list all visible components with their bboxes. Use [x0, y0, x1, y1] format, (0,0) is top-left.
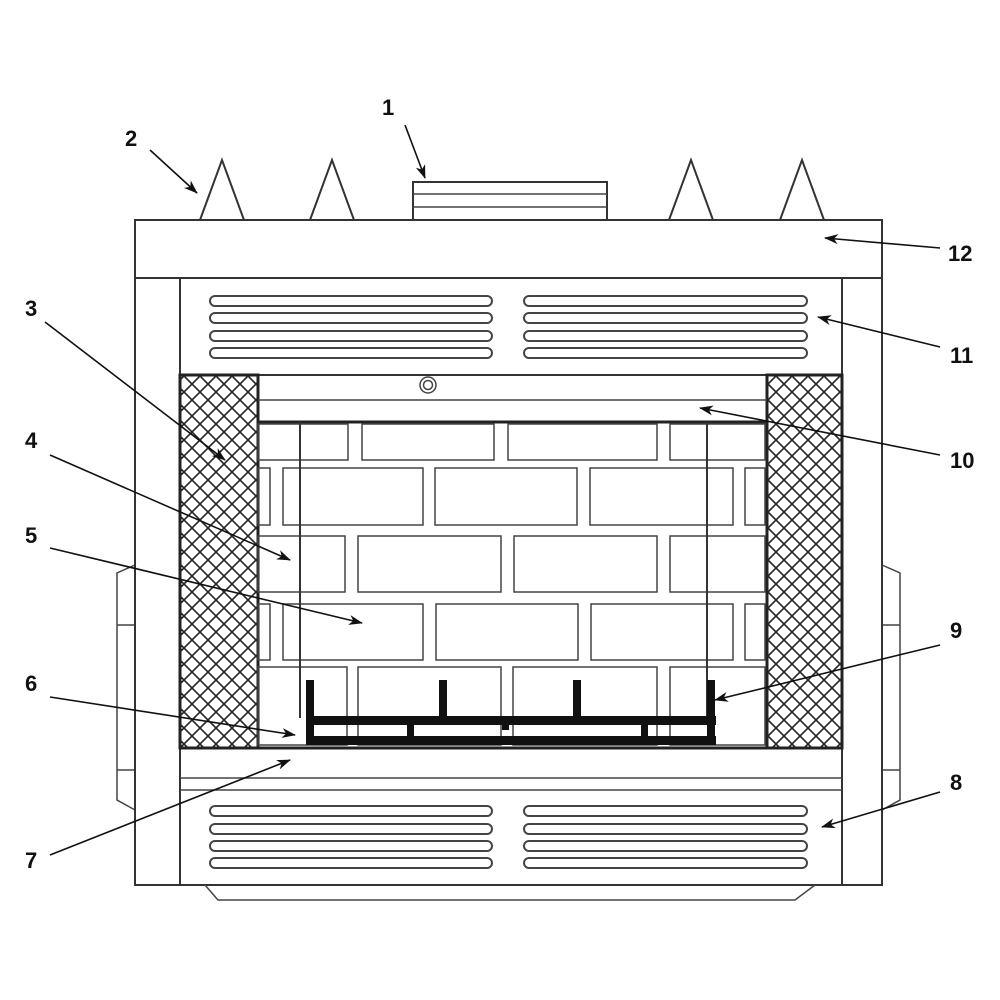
brick: [361, 423, 495, 461]
brick: [507, 423, 658, 461]
brick: [434, 467, 578, 526]
brick: [589, 467, 734, 526]
callout-10: 10: [950, 448, 974, 473]
brick: [669, 666, 766, 746]
left-refractory-panel: [178, 373, 260, 750]
brick: [257, 467, 271, 526]
brick: [257, 535, 346, 593]
brick: [257, 423, 349, 461]
callout-8: 8: [950, 770, 962, 795]
callout-2: 2: [125, 126, 137, 151]
callout-11: 11: [950, 343, 973, 368]
brick: [282, 603, 424, 661]
upper-louver: [209, 295, 808, 359]
damper-lintel: [258, 376, 767, 424]
brick: [435, 603, 579, 661]
brick: [590, 603, 734, 661]
callout-1: 1: [382, 95, 394, 120]
brick: [357, 535, 502, 593]
outer-frame: [134, 277, 883, 886]
brick-liner: [257, 423, 766, 746]
right-refractory-panel: [765, 373, 844, 750]
brick: [282, 467, 424, 526]
callout-7: 7: [25, 848, 37, 873]
brick: [512, 666, 658, 746]
callout-9: 9: [950, 618, 962, 643]
cones: [199, 157, 825, 221]
callout-5: 5: [25, 523, 37, 548]
flue-collar: [412, 181, 608, 221]
callout-arrows: [44, 124, 941, 856]
brick: [257, 666, 348, 746]
callout-3: 3: [25, 296, 37, 321]
log-grate: [306, 680, 716, 745]
brick: [669, 423, 766, 461]
right-side-bracket: [881, 564, 901, 811]
base: [204, 884, 816, 901]
callout-6: 6: [25, 671, 37, 696]
top-panel: [134, 219, 883, 279]
brick: [257, 603, 271, 661]
brick: [669, 535, 766, 593]
lower-louver: [209, 805, 808, 869]
brick: [357, 666, 502, 746]
callout-12: 12: [948, 241, 972, 266]
brick: [744, 467, 766, 526]
brick: [744, 603, 766, 661]
left-side-bracket: [116, 564, 136, 811]
callout-4: 4: [25, 428, 38, 453]
brick: [513, 535, 658, 593]
